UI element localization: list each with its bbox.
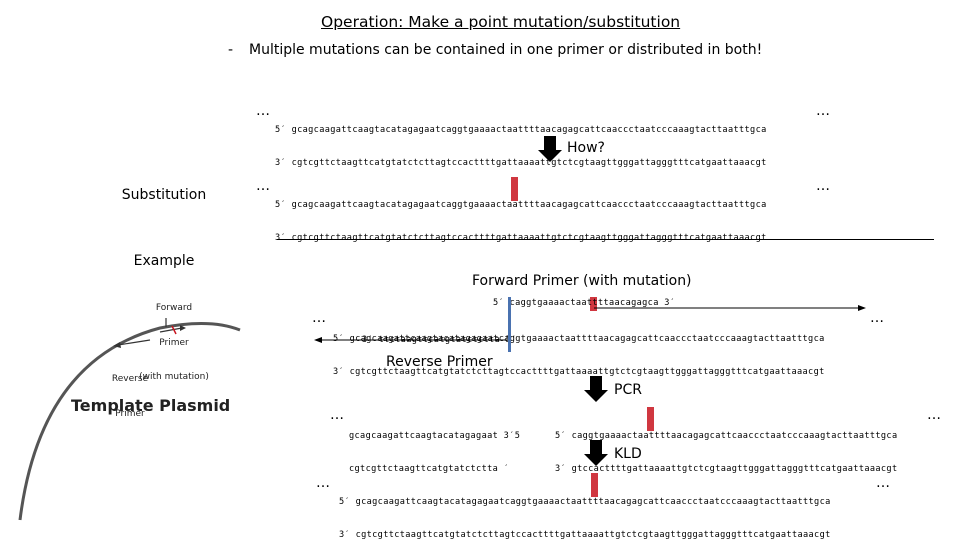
how-label: How? xyxy=(567,140,605,156)
ellipsis-right-template: … xyxy=(870,310,884,326)
plasmid-forward-line1: Forward xyxy=(155,303,193,313)
mutated-top-strand: 5′ gcagcaagattcaagtacatagagaatcaggtgaaaa… xyxy=(275,200,767,210)
substitution-example-line2: Example xyxy=(133,253,195,269)
ellipsis-left-template: … xyxy=(312,310,326,326)
plasmid-mutation-mark xyxy=(171,325,177,335)
primer-junction-marker xyxy=(508,297,511,352)
diagram-graphics xyxy=(18,136,866,521)
ellipsis-right-mutated: … xyxy=(816,178,830,194)
page-title: Operation: Make a point mutation/substit… xyxy=(321,13,681,31)
substitution-example-line1: Substitution xyxy=(121,187,207,203)
ellipsis-left-original: … xyxy=(256,103,270,119)
plasmid-forward-primer-arrow xyxy=(159,325,186,333)
forward-primer-title: Forward Primer (with mutation) xyxy=(472,273,692,289)
template-top-strand: 5′ gcagcaagattcaagtacatagagaatcaggtgaaaa… xyxy=(333,334,825,344)
final-sequence: 5′ gcagcaagattcaagtacatagagaatcaggtgaaaa… xyxy=(339,475,831,552)
subtitle: Multiple mutations can be contained in o… xyxy=(249,42,763,58)
section-divider xyxy=(277,239,934,240)
plasmid-arc xyxy=(18,322,241,521)
ellipsis-left-pcr: … xyxy=(330,407,344,423)
kld-down-arrow xyxy=(584,440,608,466)
forward-primer-arrow xyxy=(594,305,866,311)
plasmid-reverse-label: Reverse Primer xyxy=(104,351,156,432)
plasmid-reverse-line1: Reverse xyxy=(111,374,149,384)
plasmid-reverse-line2: Primer xyxy=(115,408,145,419)
template-sequence: 5′ gcagcaagattcaagtacatagagaatcaggtgaaaa… xyxy=(333,312,825,389)
pcr-right-top-strand: 5′ caggtgaaaactaattttaacagagcattcaacccta… xyxy=(555,431,898,441)
pcr-left-top-strand: gcagcaagattcaagtacatagagaat 3′5 xyxy=(349,431,521,441)
forward-primer-sequence: 5′ caggtgaaaactaattttaacagagca 3′ xyxy=(493,298,676,308)
mutation-highlight-primer xyxy=(590,297,597,311)
plasmid-forward-line3: (with mutation) xyxy=(139,372,209,382)
subtitle-bullet: - xyxy=(228,42,234,58)
template-plasmid-label: Template Plasmid xyxy=(71,396,231,415)
substitution-example-label: Substitution Example xyxy=(117,140,211,294)
mutated-sequence: 5′ gcagcaagattcaagtacatagagaatcaggtgaaaa… xyxy=(275,178,767,255)
kld-label: KLD xyxy=(614,446,642,462)
final-bottom-strand: 3′ cgtcgttctaagttcatgtatctcttagtccactttt… xyxy=(339,530,831,540)
plasmid-forward-line2: Primer xyxy=(159,337,189,348)
template-bottom-strand: 3′ cgtcgttctaagttcatgtatctcttagtccactttt… xyxy=(333,367,825,377)
reverse-primer-label: Reverse Primer xyxy=(386,354,493,370)
reverse-primer-arrow xyxy=(314,337,510,343)
plasmid-reverse-primer-arrow xyxy=(113,339,151,348)
mutation-highlight-pcr xyxy=(647,407,654,431)
pcr-left-bottom-strand: cgtcgttctaagttcatgtatctctta ′ xyxy=(349,464,510,474)
original-top-strand: 5′ gcagcaagattcaagtacatagagaatcaggtgaaaa… xyxy=(275,125,767,135)
pcr-label: PCR xyxy=(614,382,642,398)
ellipsis-left-final: … xyxy=(316,475,330,491)
ellipsis-right-original: … xyxy=(816,103,830,119)
mutated-bottom-strand: 3′ cgtcgttctaagttcatgtatctcttagtccactttt… xyxy=(275,233,767,243)
ellipsis-left-mutated: … xyxy=(256,178,270,194)
how-down-arrow xyxy=(538,136,562,162)
mutation-highlight-1 xyxy=(511,177,518,201)
mutation-highlight-final xyxy=(591,473,598,497)
plasmid-forward-label: Forward Primer (with mutation) xyxy=(128,280,220,395)
pcr-right-product: 5′ caggtgaaaactaattttaacagagcattcaacccta… xyxy=(555,409,897,486)
original-bottom-strand: 3′ cgtcgttctaagttcatgtatctcttagtccactttt… xyxy=(275,158,767,168)
pcr-right-bottom-strand: 3′ gtccacttttgattaaaattgtctcgtaagttgggat… xyxy=(555,464,898,474)
pcr-left-product: gcagcaagattcaagtacatagagaat 3′5 cgtcgttc… xyxy=(349,409,520,486)
pcr-down-arrow xyxy=(584,376,608,402)
final-top-strand: 5′ gcagcaagattcaagtacatagagaatcaggtgaaaa… xyxy=(339,497,831,507)
ellipsis-right-pcr: … xyxy=(927,407,941,423)
ellipsis-right-final: … xyxy=(876,475,890,491)
original-sequence: 5′ gcagcaagattcaagtacatagagaatcaggtgaaaa… xyxy=(275,103,767,180)
